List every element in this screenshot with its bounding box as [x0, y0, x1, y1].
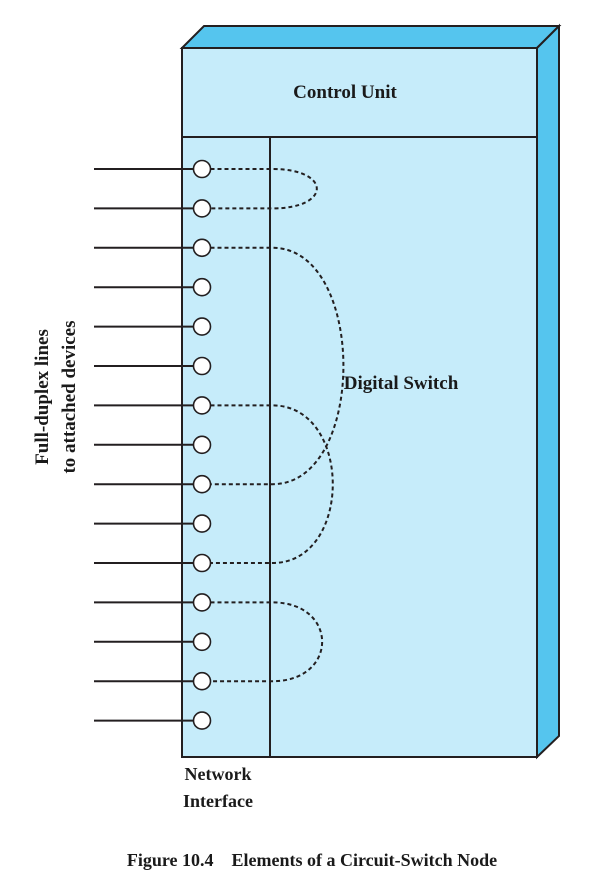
terminal-5	[192, 317, 212, 336]
network-interface-label-line1: Network	[185, 764, 252, 784]
terminal-13	[192, 632, 212, 652]
terminal-3	[192, 238, 212, 258]
terminal-2	[192, 199, 212, 218]
control-unit-label: Control Unit	[293, 82, 397, 103]
side-label-line2: to attached devices	[59, 320, 80, 473]
full-duplex-lines	[94, 159, 212, 730]
terminal-11	[192, 553, 212, 573]
terminal-15	[192, 711, 212, 730]
box-side-face	[536, 23, 560, 760]
switch-connections	[210, 168, 345, 683]
terminal-6	[192, 356, 212, 376]
box-front-face	[181, 47, 538, 758]
terminal-7	[192, 396, 212, 415]
figure-caption: Figure 10.4 Elements of a Circuit-Switch…	[127, 850, 497, 870]
terminal-9	[192, 474, 212, 494]
terminal-12	[192, 593, 212, 612]
connection-3-9	[210, 246, 345, 486]
terminal-4	[192, 277, 212, 297]
box-top-face	[179, 25, 562, 49]
digital-switch-label: Digital Switch	[344, 373, 459, 394]
terminal-1	[192, 159, 212, 179]
terminal-14	[192, 671, 212, 691]
side-label-line1: Full-duplex lines	[32, 329, 53, 465]
terminal-10	[192, 514, 212, 533]
connection-7-11	[210, 404, 334, 564]
side-label: Full-duplex lines to attached devices	[32, 320, 80, 473]
terminal-8	[192, 435, 212, 455]
connection-1-2	[210, 168, 318, 210]
connection-12-14	[210, 601, 323, 683]
network-interface-label-line2: Interface	[183, 791, 253, 811]
